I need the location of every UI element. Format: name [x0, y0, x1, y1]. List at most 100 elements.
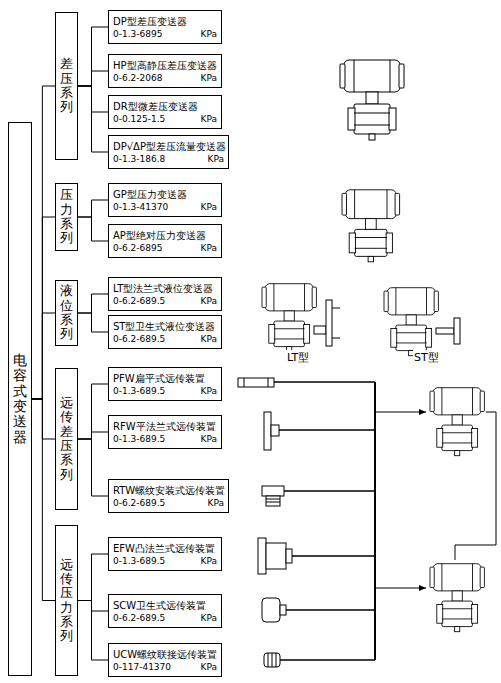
unit-label: KPa: [201, 333, 217, 345]
product-box: EFW凸法兰式远传装置0-1.3-689.5KPa: [108, 537, 222, 571]
tree-connector: [32, 399, 55, 439]
unit-label: KPa: [208, 497, 224, 509]
product-box: DR型微差压变送器0-0.125-1.5KPa: [108, 95, 222, 129]
range-value: 0-6.2-2068: [113, 72, 162, 84]
vertical-title: 差压系列: [60, 57, 73, 114]
product-box: DP型差压变送器0-1.3-6895KPa: [108, 10, 222, 44]
range-value: 0-1.3-689.5: [113, 433, 165, 445]
product-name: GP型压力变送器: [113, 188, 217, 201]
product-box: UCW螺纹联接远传装置0-117-41370 KPa: [108, 643, 222, 677]
model-label: LT型: [286, 350, 310, 365]
series-box: 电容式变送器: [8, 122, 32, 676]
range-row: 0-1.3-689.5 KPa: [113, 385, 217, 397]
unit-label: KPa: [201, 113, 217, 125]
range-row: 0-6.2-689.5KPa: [113, 295, 217, 307]
product-name: ST型卫生式液位变送器: [113, 320, 217, 333]
text-wrap: RFW平法兰式远传装置0-1.3-689.5 KPa: [113, 420, 217, 445]
range-row: 0-6.2-2068 KPa: [113, 72, 217, 84]
tree-connector: [78, 86, 108, 112]
product-box: AP型绝对压力变送器0-6.2-6895KPa: [108, 224, 222, 258]
range-value: 0-1.3-186.8: [113, 153, 165, 165]
text-wrap: 电容式变送器: [13, 353, 27, 445]
text-wrap: HP型高静压差压变送器0-6.2-2068KPa: [113, 59, 217, 84]
vertical-title: 压力系列: [60, 188, 73, 245]
product-name: DP√ΔP型差压流量变送器: [113, 140, 224, 153]
tree-connector: [32, 217, 55, 399]
unit-label: KPa: [201, 433, 217, 445]
product-name: PFW扁平式远传装置: [113, 372, 217, 385]
tree-connector: [32, 313, 55, 399]
range-row: 0-6.2-689.5 KPa: [113, 612, 217, 624]
unit-label: KPa: [201, 201, 217, 213]
series-box: 差压系列: [55, 12, 78, 160]
range-value: 0-6.2-689.5: [113, 295, 165, 307]
range-row: 0-6.2-689.5 KPa: [113, 497, 224, 509]
text-wrap: 差压系列: [60, 57, 73, 114]
product-name: SCW卫生式远传装置: [113, 599, 217, 612]
vertical-title: 远传压力系列: [60, 558, 73, 644]
range-value: 0-0.125-1.5: [113, 113, 165, 125]
range-value: 0-6.2-689.5: [113, 497, 165, 509]
range-value: 0-1.3-41370: [113, 201, 168, 213]
unit-label: KPa: [201, 612, 217, 624]
unit-label: KPa: [201, 28, 217, 40]
text-wrap: 液位系列: [60, 284, 73, 341]
range-value: 0-1.3-689.5: [113, 385, 165, 397]
tree-connector: [78, 200, 108, 217]
text-wrap: LT型法兰式液位变送器0-6.2-689.5KPa: [113, 282, 217, 307]
model-label: ST型: [413, 350, 440, 365]
unit-label: KPa: [201, 385, 217, 397]
tree-connector: [78, 601, 108, 612]
tree-connector: [78, 86, 108, 152]
tree-connector: [78, 27, 108, 86]
tree-connector: [78, 313, 108, 332]
range-value: 0-1.3-689.5: [113, 555, 165, 567]
text-wrap: DP√ΔP型差压流量变送器0-1.3-186.8 KPa: [113, 140, 224, 165]
tree-connector: [78, 432, 108, 439]
tree-connector: [78, 217, 108, 241]
text-wrap: GP型压力变送器0-1.3-41370 KPa: [113, 188, 217, 213]
range-row: 0-1.3-6895KPa: [113, 28, 217, 40]
text-wrap: SCW卫生式远传装置0-6.2-689.5 KPa: [113, 599, 217, 624]
unit-label: KPa: [201, 242, 217, 254]
product-box: PFW扁平式远传装置0-1.3-689.5 KPa: [108, 367, 222, 401]
range-row: 0-0.125-1.5 KPa: [113, 113, 217, 125]
product-name: DP型差压变送器: [113, 15, 217, 28]
range-value: 0-6.2-689.5: [113, 333, 165, 345]
product-name: RTW螺纹安装式远传装置: [113, 484, 224, 497]
product-name: EFW凸法兰式远传装置: [113, 542, 217, 555]
product-box: ST型卫生式液位变送器0-6.2-689.5 KPa: [108, 315, 222, 349]
range-row: 0-6.2-6895 KPa: [113, 242, 217, 254]
product-box: HP型高静压差压变送器0-6.2-2068KPa: [108, 54, 222, 88]
tree-connector: [78, 71, 108, 86]
range-value: 0-6.2-689.5: [113, 612, 165, 624]
vertical-title: 电容式变送器: [13, 353, 27, 445]
range-row: 0-6.2-689.5 KPa: [113, 333, 217, 345]
text-wrap: DP型差压变送器0-1.3-6895KPa: [113, 15, 217, 40]
tree-connector: [78, 554, 108, 601]
product-name: UCW螺纹联接远传装置: [113, 648, 217, 661]
text-wrap: UCW螺纹联接远传装置0-117-41370 KPa: [113, 648, 217, 673]
series-box: 液位系列: [55, 280, 78, 346]
unit-label: KPa: [201, 72, 217, 84]
range-row: 0-1.3-689.5 KPa: [113, 433, 217, 445]
unit-label: KPa: [201, 661, 217, 673]
product-name: RFW平法兰式远传装置: [113, 420, 217, 433]
tree-connector: [32, 86, 55, 399]
vertical-title: 液位系列: [60, 284, 73, 341]
product-box: RFW平法兰式远传装置0-1.3-689.5 KPa: [108, 415, 222, 449]
tree-connector: [78, 294, 108, 313]
tree-connector: [32, 399, 55, 601]
series-box: 远传差压系列: [55, 368, 78, 510]
vertical-title: 远传差压系列: [60, 396, 73, 482]
unit-label: KPa: [208, 153, 224, 165]
tree-connector: [78, 601, 108, 661]
product-box: DP√ΔP型差压流量变送器0-1.3-186.8 KPa: [108, 135, 229, 169]
product-name: LT型法兰式液位变送器: [113, 282, 217, 295]
text-wrap: ST型卫生式液位变送器0-6.2-689.5 KPa: [113, 320, 217, 345]
text-wrap: RTW螺纹安装式远传装置0-6.2-689.5 KPa: [113, 484, 224, 509]
text-wrap: 压力系列: [60, 188, 73, 245]
range-value: 0-117-41370: [113, 661, 171, 673]
range-row: 0-117-41370 KPa: [113, 661, 217, 673]
range-value: 0-6.2-6895: [113, 242, 162, 254]
